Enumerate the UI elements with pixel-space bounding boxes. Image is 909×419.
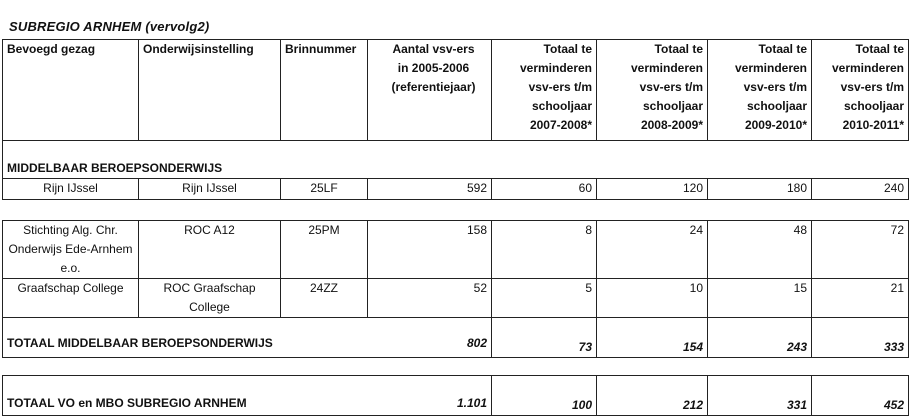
cell-gezag: Stichting Alg. Chr. Onderwijs Ede-Arnhem… xyxy=(2,220,139,279)
total-all-ref: 1.101 xyxy=(456,396,487,410)
total-mbo-y4: 333 xyxy=(811,317,909,358)
cell-y3: 15 xyxy=(707,278,812,318)
total-mbo-label-text: TOTAAL MIDDELBAAR BEROEPSONDERWIJS xyxy=(7,336,273,350)
total-mbo-y3: 243 xyxy=(707,317,812,358)
cell-brin: 25PM xyxy=(280,220,368,279)
cell-ref: 158 xyxy=(367,220,492,279)
cell-instelling: Rijn IJssel xyxy=(138,178,281,200)
page-title: SUBREGIO ARNHEM (vervolg2) xyxy=(9,19,210,34)
spacer-row xyxy=(2,199,909,221)
table-row: Stichting Alg. Chr. Onderwijs Ede-Arnhem… xyxy=(2,220,909,279)
spacer-cell xyxy=(2,199,909,221)
total-all-y1: 100 xyxy=(491,375,597,416)
header-gezag: Bevoegd gezag xyxy=(2,39,139,141)
total-all-y2: 212 xyxy=(596,375,708,416)
header-y1: Totaal te verminderen vsv-ers t/m school… xyxy=(491,39,597,141)
header-y3: Totaal te verminderen vsv-ers t/m school… xyxy=(707,39,812,141)
cell-y2: 10 xyxy=(596,278,708,318)
header-y2: Totaal te verminderen vsv-ers t/m school… xyxy=(596,39,708,141)
spacer-row xyxy=(2,357,909,376)
spacer-cell xyxy=(2,357,909,376)
cell-y4: 21 xyxy=(811,278,909,318)
header-ref: Aantal vsv-ers in 2005-2006 (referentiej… xyxy=(367,39,492,141)
cell-instelling: ROC Graafschap College xyxy=(138,278,281,318)
cell-gezag: Rijn IJssel xyxy=(2,178,139,200)
total-mbo-label: TOTAAL MIDDELBAAR BEROEPSONDERWIJS 802 xyxy=(2,317,492,358)
total-all-y3: 331 xyxy=(707,375,812,416)
total-all-y4: 452 xyxy=(811,375,909,416)
cell-instelling: ROC A12 xyxy=(138,220,281,279)
cell-y1: 8 xyxy=(491,220,597,279)
section-row: MIDDELBAAR BEROEPSONDERWIJS xyxy=(2,140,909,179)
cell-brin: 24ZZ xyxy=(280,278,368,318)
section-title: MIDDELBAAR BEROEPSONDERWIJS xyxy=(2,140,909,179)
cell-ref: 52 xyxy=(367,278,492,318)
cell-gezag: Graafschap College xyxy=(2,278,139,318)
total-mbo-y1: 73 xyxy=(491,317,597,358)
total-mbo-row: TOTAAL MIDDELBAAR BEROEPSONDERWIJS 802 7… xyxy=(2,317,909,358)
cell-brin: 25LF xyxy=(280,178,368,200)
total-mbo-ref: 802 xyxy=(466,336,487,350)
cell-ref: 592 xyxy=(367,178,492,200)
data-table: Bevoegd gezag Onderwijsinstelling Brinnu… xyxy=(2,39,909,416)
table-row: Rijn IJssel Rijn IJssel 25LF 592 60 120 … xyxy=(2,178,909,200)
cell-y4: 72 xyxy=(811,220,909,279)
cell-y3: 180 xyxy=(707,178,812,200)
header-row: Bevoegd gezag Onderwijsinstelling Brinnu… xyxy=(2,39,909,141)
header-y4: Totaal te verminderen vsv-ers t/m school… xyxy=(811,39,909,141)
cell-y4: 240 xyxy=(811,178,909,200)
header-instelling: Onderwijsinstelling xyxy=(138,39,281,141)
cell-y3: 48 xyxy=(707,220,812,279)
total-all-label-text: TOTAAL VO en MBO SUBREGIO ARNHEM xyxy=(7,396,247,410)
cell-y2: 120 xyxy=(596,178,708,200)
header-brin: Brinnummer xyxy=(280,39,368,141)
total-all-row: TOTAAL VO en MBO SUBREGIO ARNHEM 1.101 1… xyxy=(2,375,909,416)
cell-y2: 24 xyxy=(596,220,708,279)
cell-y1: 5 xyxy=(491,278,597,318)
table-row: Graafschap College ROC Graafschap Colleg… xyxy=(2,278,909,318)
total-all-label: TOTAAL VO en MBO SUBREGIO ARNHEM 1.101 xyxy=(2,375,492,416)
cell-y1: 60 xyxy=(491,178,597,200)
total-mbo-y2: 154 xyxy=(596,317,708,358)
